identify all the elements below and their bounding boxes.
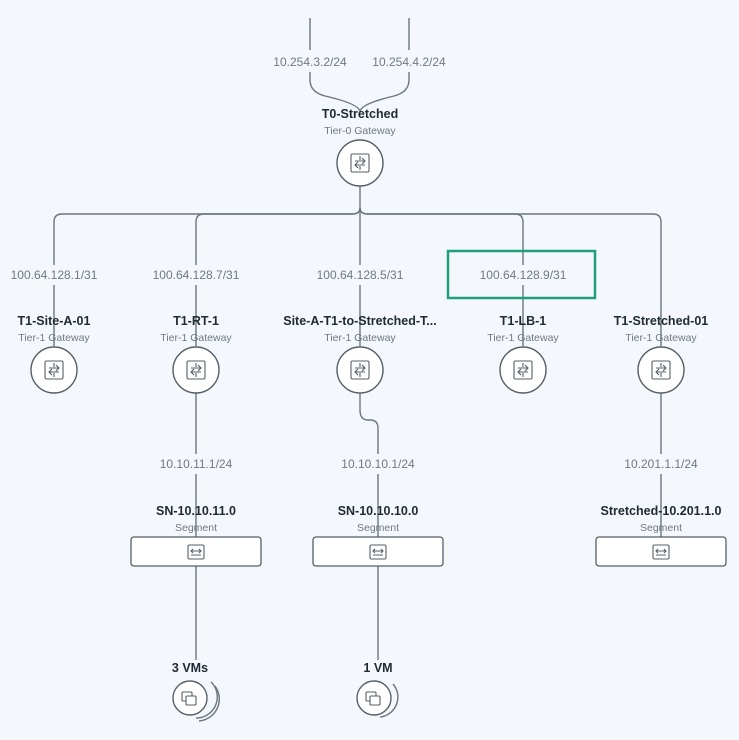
router-icon: [44, 360, 64, 380]
t1-gateway-name: T1-Stretched-01: [614, 314, 709, 328]
t1-gateway-type: Tier-1 Gateway: [324, 332, 396, 344]
t1-ip-2: 100.64.128.5/31: [317, 268, 404, 282]
t1-gateway-node-1[interactable]: T1-RT-1 Tier-1 Gateway: [160, 314, 232, 394]
uplink-ip-1: 10.254.3.2/24: [273, 55, 347, 69]
router-icon: [350, 153, 370, 173]
segment-ip-0: 10.10.11.1/24: [160, 457, 233, 471]
t1-gateway-type: Tier-1 Gateway: [160, 332, 232, 344]
highlight-box: [446, 249, 597, 300]
vm-group-label: 1 VM: [363, 661, 392, 675]
t1-gateway-name: T1-RT-1: [173, 314, 219, 328]
t1-gateway-type: Tier-1 Gateway: [625, 332, 697, 344]
vm-group-label: 3 VMs: [172, 661, 208, 675]
segment-icon: [652, 544, 670, 560]
segment-name: SN-10.10.10.0: [338, 504, 419, 518]
segment-type: Segment: [640, 522, 682, 534]
t1-gateway-name: T1-LB-1: [500, 314, 547, 328]
vm-stack-arc: [379, 683, 399, 718]
t0-gateway-node[interactable]: T0-Stretched Tier-0 Gateway: [322, 107, 398, 187]
wire-t1-stretched: [359, 207, 662, 346]
t1-gateway-node-2[interactable]: Site-A-T1-to-Stretched-T... Tier-1 Gatew…: [283, 314, 437, 394]
vm-group-node-1[interactable]: 1 VM: [356, 661, 399, 718]
t0-gateway-type: Tier-0 Gateway: [324, 125, 396, 137]
t1-gateway-type: Tier-1 Gateway: [487, 332, 559, 344]
router-icon: [513, 360, 533, 380]
t1-gateway-node-4[interactable]: T1-Stretched-01 Tier-1 Gateway: [614, 314, 709, 394]
segment-ip-1: 10.10.10.1/24: [341, 457, 415, 471]
vm-stack-arc: [195, 681, 218, 719]
vm-group-node-0[interactable]: 3 VMs: [172, 661, 220, 722]
t1-gateway-node-3[interactable]: T1-LB-1 Tier-1 Gateway: [487, 314, 559, 394]
t0-gateway-name: T0-Stretched: [322, 107, 398, 121]
t1-ip-3: 100.64.128.9/31: [480, 268, 567, 282]
uplink-ip-2: 10.254.4.2/24: [372, 55, 446, 69]
segment-type: Segment: [357, 522, 399, 534]
wire-t1-rt: [195, 207, 361, 346]
router-icon: [350, 360, 370, 380]
segment-icon: [369, 544, 387, 560]
segment-node-0[interactable]: SN-10.10.11.0 Segment: [130, 504, 262, 567]
vm-stack-arc: [198, 685, 220, 722]
t1-gateway-type: Tier-1 Gateway: [18, 332, 90, 344]
t1-gateway-name: T1-Site-A-01: [18, 314, 91, 328]
t1-gateway-name: Site-A-T1-to-Stretched-T...: [283, 314, 436, 328]
t1-gateway-node-0[interactable]: T1-Site-A-01 Tier-1 Gateway: [18, 314, 91, 394]
router-icon: [186, 360, 206, 380]
segment-type: Segment: [175, 522, 217, 534]
segment-node-2[interactable]: Stretched-10.201.1.0 Segment: [595, 504, 727, 567]
segment-name: SN-10.10.11.0: [156, 504, 236, 518]
uplink-wire-1: [309, 18, 361, 113]
segment-ip-2: 10.201.1.1/24: [624, 457, 698, 471]
router-icon: [651, 360, 671, 380]
segment-name: Stretched-10.201.1.0: [601, 504, 722, 518]
wire-t1-to-seg2: [359, 392, 379, 537]
t1-ip-0: 100.64.128.1/31: [11, 268, 98, 282]
uplink-wire-2: [359, 18, 410, 113]
t1-ip-1: 100.64.128.7/31: [153, 268, 240, 282]
segment-node-1[interactable]: SN-10.10.10.0 Segment: [312, 504, 444, 567]
segment-icon: [187, 544, 205, 560]
